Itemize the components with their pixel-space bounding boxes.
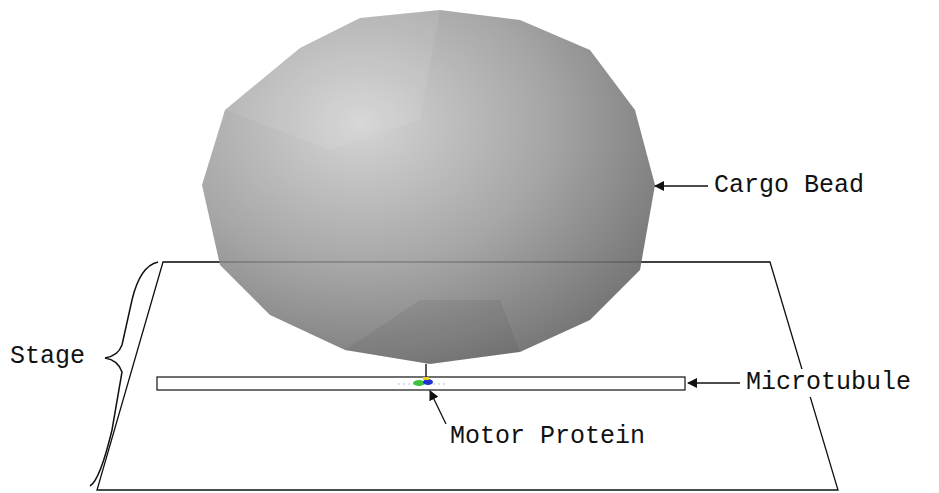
leader-arrow <box>688 382 740 383</box>
part-label: Microtubule <box>744 369 913 397</box>
bead-facet <box>345 300 520 364</box>
leader-arrow <box>430 391 446 424</box>
part-label: Cargo Bead <box>712 172 866 200</box>
stage-brace <box>90 262 158 486</box>
motor-stalk <box>425 364 427 378</box>
stage-edge <box>163 262 770 263</box>
leader-arrow <box>655 185 708 186</box>
motor-head <box>413 380 425 386</box>
bead-facet <box>225 10 440 150</box>
cargo-bead <box>202 10 655 364</box>
microtubule <box>157 377 685 390</box>
part-label: Stage <box>8 343 87 371</box>
motor-neck <box>423 377 429 380</box>
part-label: Motor Protein <box>448 423 647 451</box>
